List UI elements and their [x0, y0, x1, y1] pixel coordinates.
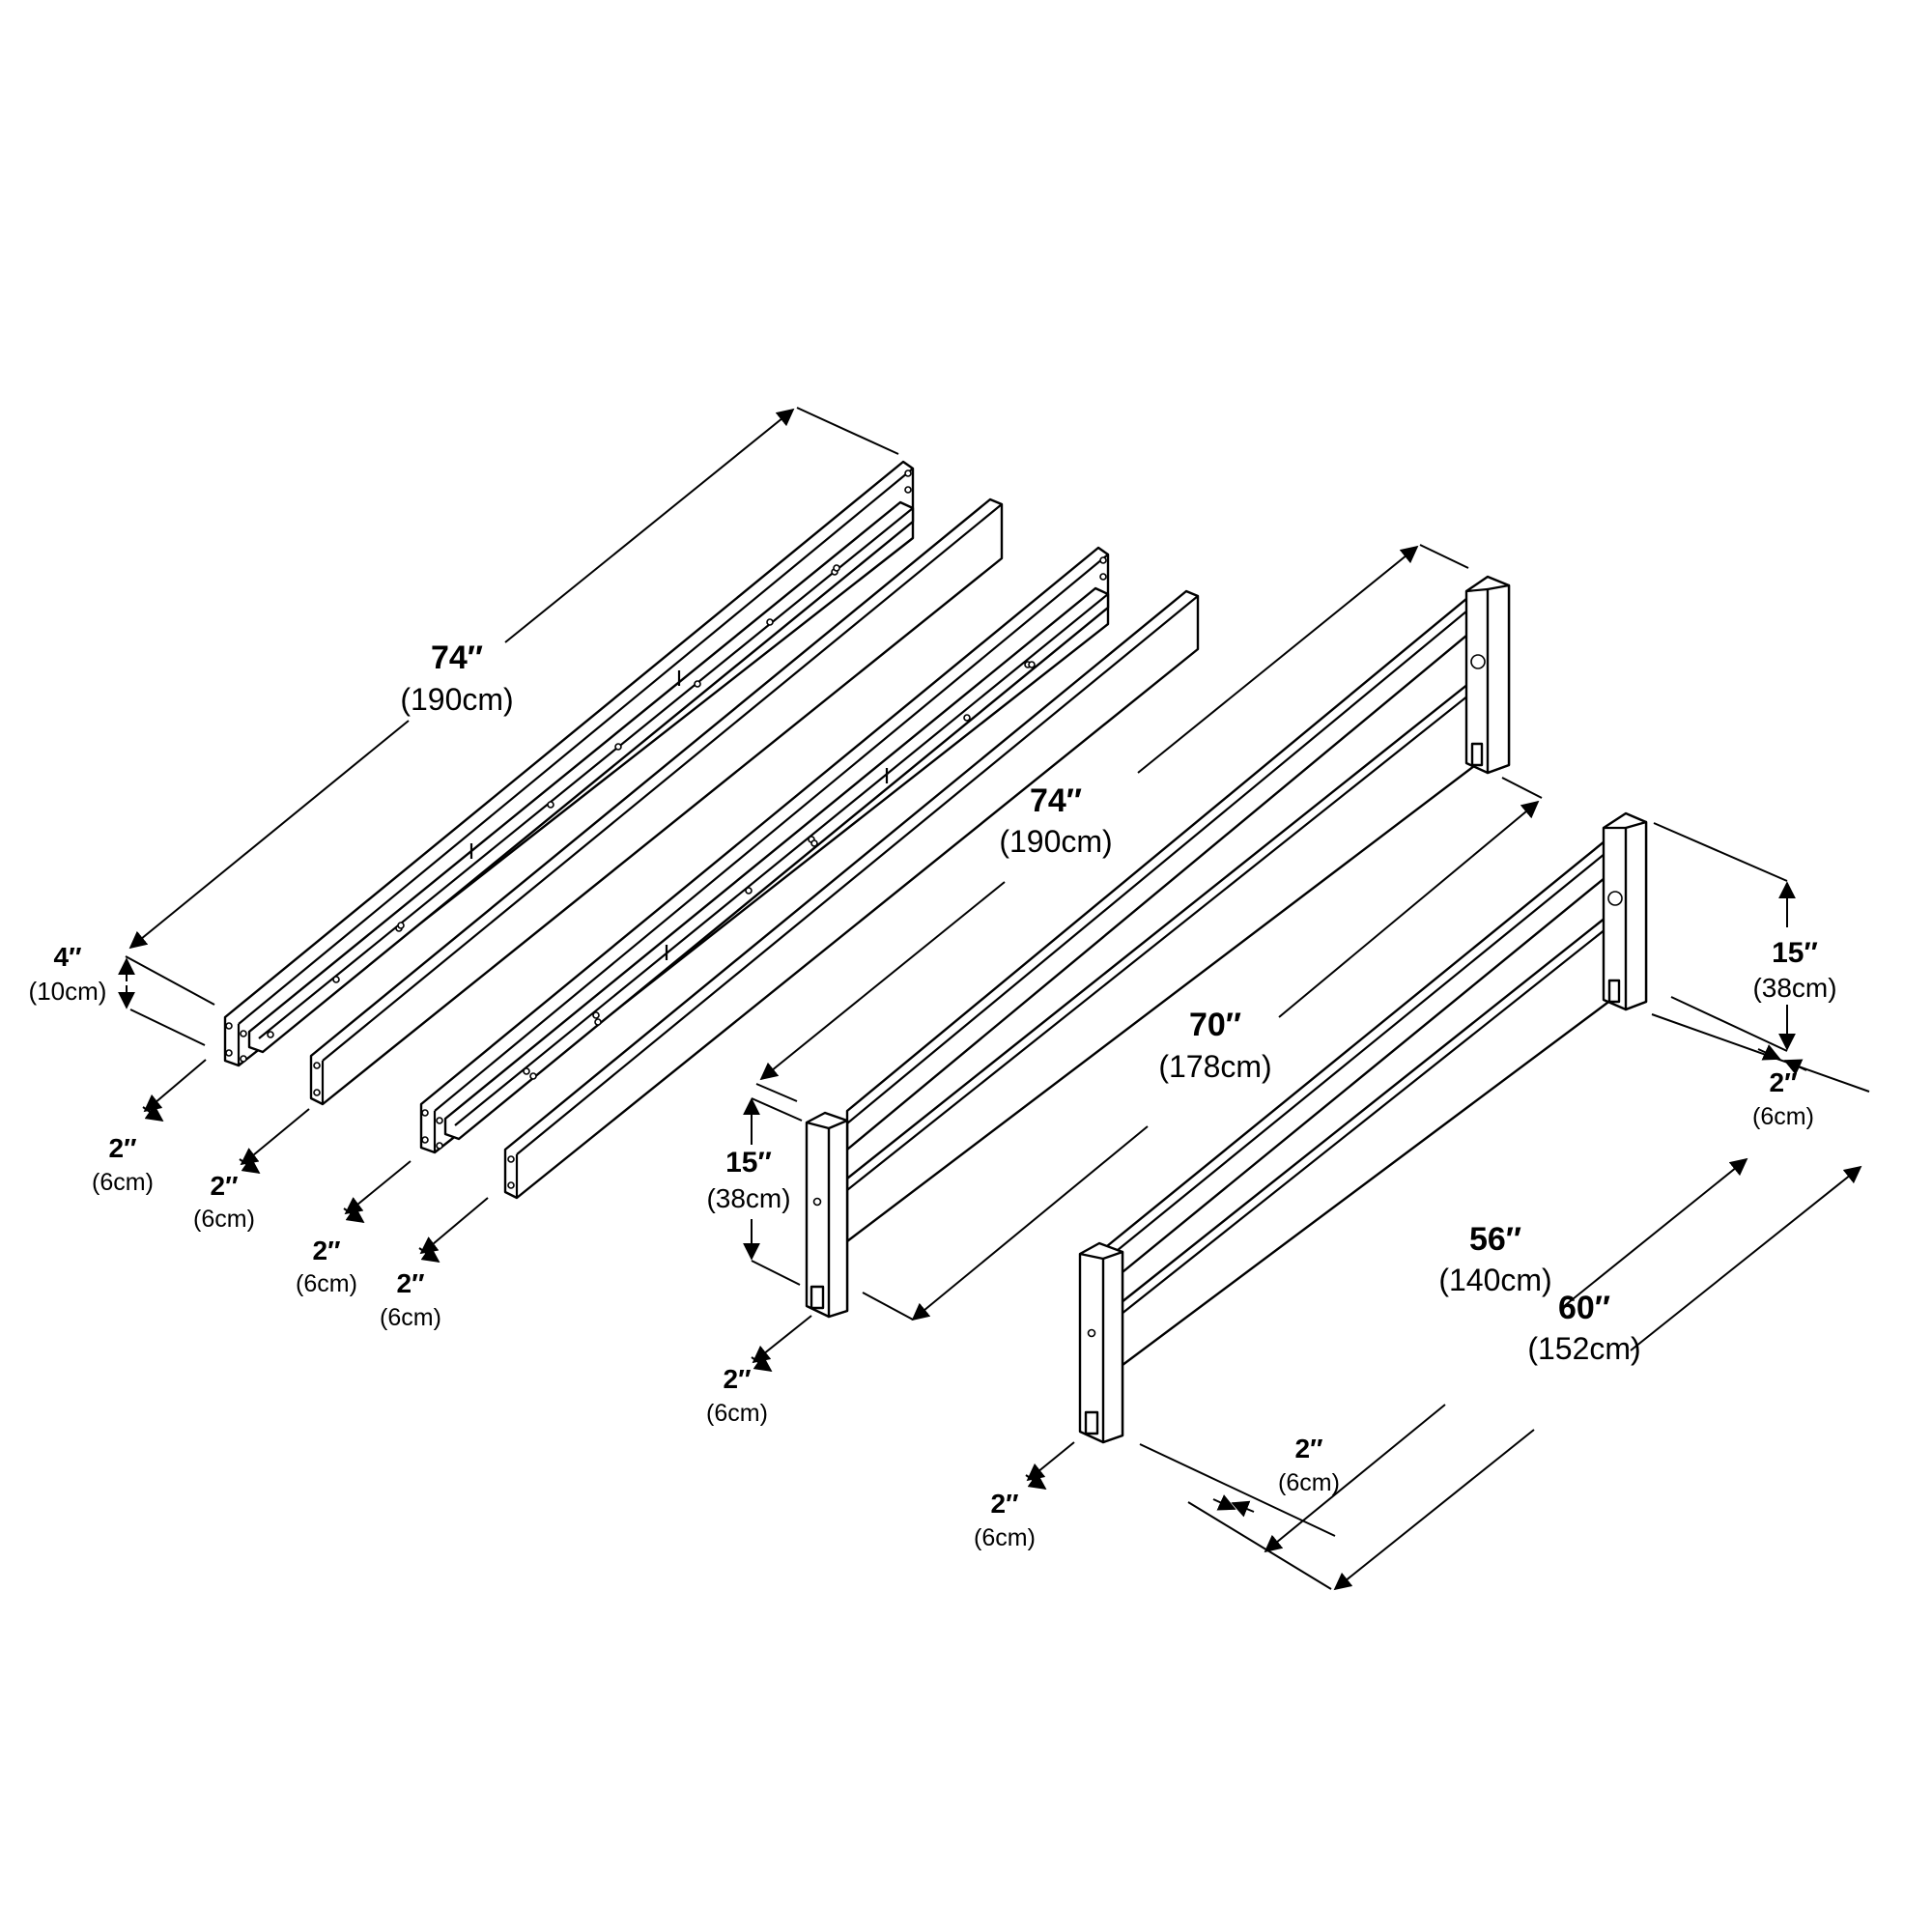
side-rail-length-imperial: 74″: [431, 639, 483, 676]
side-rail-2-thickness-metric: (6cm): [193, 1206, 255, 1233]
side-rail-3-thickness-metric: (6cm): [296, 1270, 357, 1297]
side-rail-2-thickness-imperial: 2″: [211, 1171, 239, 1201]
footboard-74: [805, 575, 1511, 1319]
side-rail-length-metric: (190cm): [400, 682, 513, 717]
side-rail-3-thickness-imperial: 2″: [313, 1236, 341, 1265]
footboard-74-height-metric: (38cm): [706, 1183, 790, 1213]
footboard-74-rail-length-metric: (178cm): [1158, 1049, 1271, 1084]
dimension-labels: 74″ (190cm) 4″ (10cm) 2″ (6cm) 2″ (6cm) …: [29, 639, 1837, 1551]
footboard-60-left-post-thickness-imperial: 2″: [1295, 1434, 1323, 1463]
footboard-60-left-post-thickness-metric: (6cm): [1278, 1469, 1340, 1496]
footboard-60-post-depth-imperial: 2″: [991, 1489, 1019, 1519]
side-rail-1: [223, 460, 915, 1067]
side-rail-4-thickness-metric: (6cm): [380, 1304, 441, 1331]
footboard-60-right-post-thickness-imperial: 2″: [1770, 1067, 1798, 1097]
side-rail-1-thickness-metric: (6cm): [92, 1169, 154, 1196]
footboard-74-post-thickness-metric: (6cm): [706, 1400, 768, 1427]
footboard-74-rail-length-imperial: 70″: [1189, 1007, 1241, 1043]
footboard-60-height-metric: (38cm): [1752, 973, 1836, 1003]
side-rail-height-metric: (10cm): [29, 977, 107, 1006]
footboard-60-post-depth-metric: (6cm): [974, 1524, 1036, 1551]
footboard-74-length-imperial: 74″: [1030, 782, 1082, 819]
footboard-74-height-imperial: 15″: [725, 1147, 772, 1179]
footboard-60-outer-length-metric: (152cm): [1527, 1331, 1640, 1366]
footboard-74-length-metric: (190cm): [999, 824, 1112, 859]
footboard-60-height-imperial: 15″: [1772, 937, 1818, 969]
footboard-60-inner-length-imperial: 56″: [1469, 1221, 1521, 1258]
footboard-60: [1078, 811, 1648, 1444]
side-rail-4-thickness-imperial: 2″: [397, 1268, 425, 1298]
side-rail-3: [419, 546, 1110, 1154]
side-rail-1-thickness-imperial: 2″: [109, 1133, 137, 1163]
footboard-60-inner-length-metric: (140cm): [1438, 1263, 1551, 1297]
footboard-60-right-post-thickness-metric: (6cm): [1752, 1103, 1814, 1130]
dimension-lines: [118, 407, 1870, 1591]
side-rail-4: [503, 589, 1200, 1200]
footboard-60-outer-length-imperial: 60″: [1558, 1290, 1610, 1326]
side-rail-2: [309, 497, 1004, 1106]
footboard-74-post-thickness-imperial: 2″: [724, 1364, 752, 1394]
side-rail-height-imperial: 4″: [54, 942, 82, 972]
